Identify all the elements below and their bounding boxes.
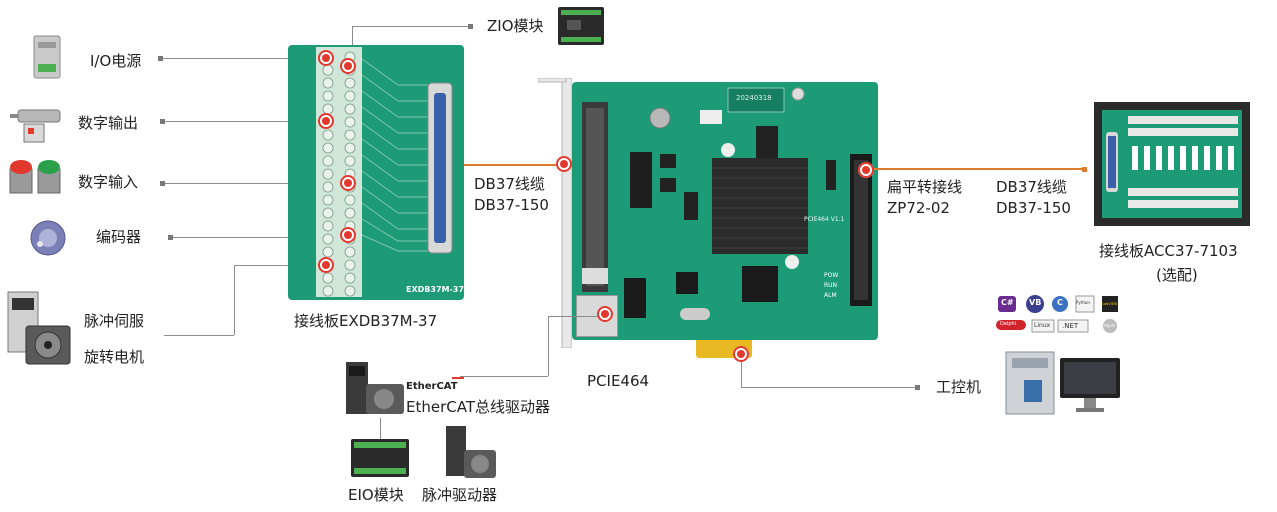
sw-logo-labview: LabVIEW bbox=[1102, 302, 1118, 306]
pcie464-card: 20240318 PCIE464 V1.1 POW RUN ALM bbox=[572, 82, 878, 340]
io-power-label: I/O电源 bbox=[90, 52, 142, 70]
ethercat-drive-icon bbox=[344, 360, 406, 420]
card-connector-flat[interactable] bbox=[858, 162, 874, 178]
exdb-caption: 接线板EXDB37M-37 bbox=[294, 312, 438, 330]
sw-logo-python: Python bbox=[1076, 300, 1090, 305]
exdb-connector-servo[interactable] bbox=[318, 257, 334, 273]
zio-module-icon bbox=[557, 6, 605, 50]
sw-logo-dotnet: .NET bbox=[1062, 322, 1079, 330]
led-pow-label: POW bbox=[824, 272, 839, 279]
software-logos: C# VB C Python LabVIEW Delphi Linux .NET… bbox=[996, 294, 1120, 336]
led-alm-label: ALM bbox=[824, 292, 837, 299]
zio-label: ZIO模块 bbox=[487, 17, 544, 35]
sw-logo-linux: Linux bbox=[1034, 322, 1051, 329]
pulse-driver-icon bbox=[436, 424, 498, 484]
sw-logo-delphi: Delphi bbox=[1000, 321, 1017, 327]
io-power-device-icon bbox=[30, 34, 66, 84]
ipc-computer-icon bbox=[1004, 350, 1122, 420]
ethercat-logo-arrow-icon bbox=[452, 377, 464, 385]
acc-board-line2: (选配) bbox=[1156, 266, 1198, 284]
sw-logo-apple: Apple bbox=[1104, 323, 1116, 328]
sw-logo-c: C bbox=[1057, 298, 1063, 307]
flat-cable-line1: 扁平转接线 bbox=[887, 178, 963, 196]
exdb-connector-io-power[interactable] bbox=[318, 50, 334, 66]
digital-input-device-icon bbox=[6, 157, 66, 201]
servo-motor-icon bbox=[4, 290, 76, 374]
digital-output-label: 数字输出 bbox=[78, 114, 139, 132]
card-date-silk: 20240318 bbox=[736, 94, 772, 102]
card-model-silk: PCIE464 V1.1 bbox=[804, 216, 845, 223]
servo-label-line1: 脉冲伺服 bbox=[84, 312, 145, 330]
pcie-bracket bbox=[537, 77, 573, 349]
acc37-board bbox=[1094, 102, 1250, 226]
card-connector-ethercat[interactable] bbox=[597, 306, 613, 322]
encoder-device-icon bbox=[26, 218, 70, 262]
acc-board-line1: 接线板ACC37-7103 bbox=[1099, 242, 1238, 260]
digital-input-label: 数字输入 bbox=[78, 173, 139, 191]
pulse-driver-label: 脉冲驱动器 bbox=[422, 486, 498, 504]
sw-logo-csharp: C# bbox=[1001, 298, 1014, 307]
cable-right-line2: DB37-150 bbox=[996, 199, 1071, 217]
exdb-silk-label: EXDB37M-37 bbox=[406, 285, 464, 294]
flat-cable-line2: ZP72-02 bbox=[887, 199, 950, 217]
card-connector-pcie-slot[interactable] bbox=[733, 346, 749, 362]
encoder-label: 编码器 bbox=[96, 228, 142, 246]
exdb-connector-digital-input[interactable] bbox=[340, 175, 356, 191]
exdb-connector-digital-output[interactable] bbox=[318, 113, 334, 129]
led-run-label: RUN bbox=[824, 282, 838, 289]
exdb-connector-encoder[interactable] bbox=[340, 227, 356, 243]
exdb-connector-zio[interactable] bbox=[340, 58, 356, 74]
cable-left-line1: DB37线缆 bbox=[474, 175, 545, 193]
eio-module-icon bbox=[350, 438, 410, 482]
cable-left-line2: DB37-150 bbox=[474, 196, 549, 214]
ethercat-logo: EtherCAT bbox=[406, 381, 458, 392]
card-name-label: PCIE464 bbox=[587, 372, 650, 390]
eio-label: EIO模块 bbox=[348, 486, 404, 504]
card-connector-db37[interactable] bbox=[556, 156, 572, 172]
exdb-board: EXDB37M-37 bbox=[288, 45, 464, 300]
cable-right-line1: DB37线缆 bbox=[996, 178, 1067, 196]
digital-output-device-icon bbox=[8, 106, 68, 150]
sw-logo-vb: VB bbox=[1029, 298, 1042, 307]
ipc-label: 工控机 bbox=[936, 378, 982, 396]
servo-label-line2: 旋转电机 bbox=[84, 348, 145, 366]
ethercat-caption: EtherCAT总线驱动器 bbox=[406, 398, 550, 416]
